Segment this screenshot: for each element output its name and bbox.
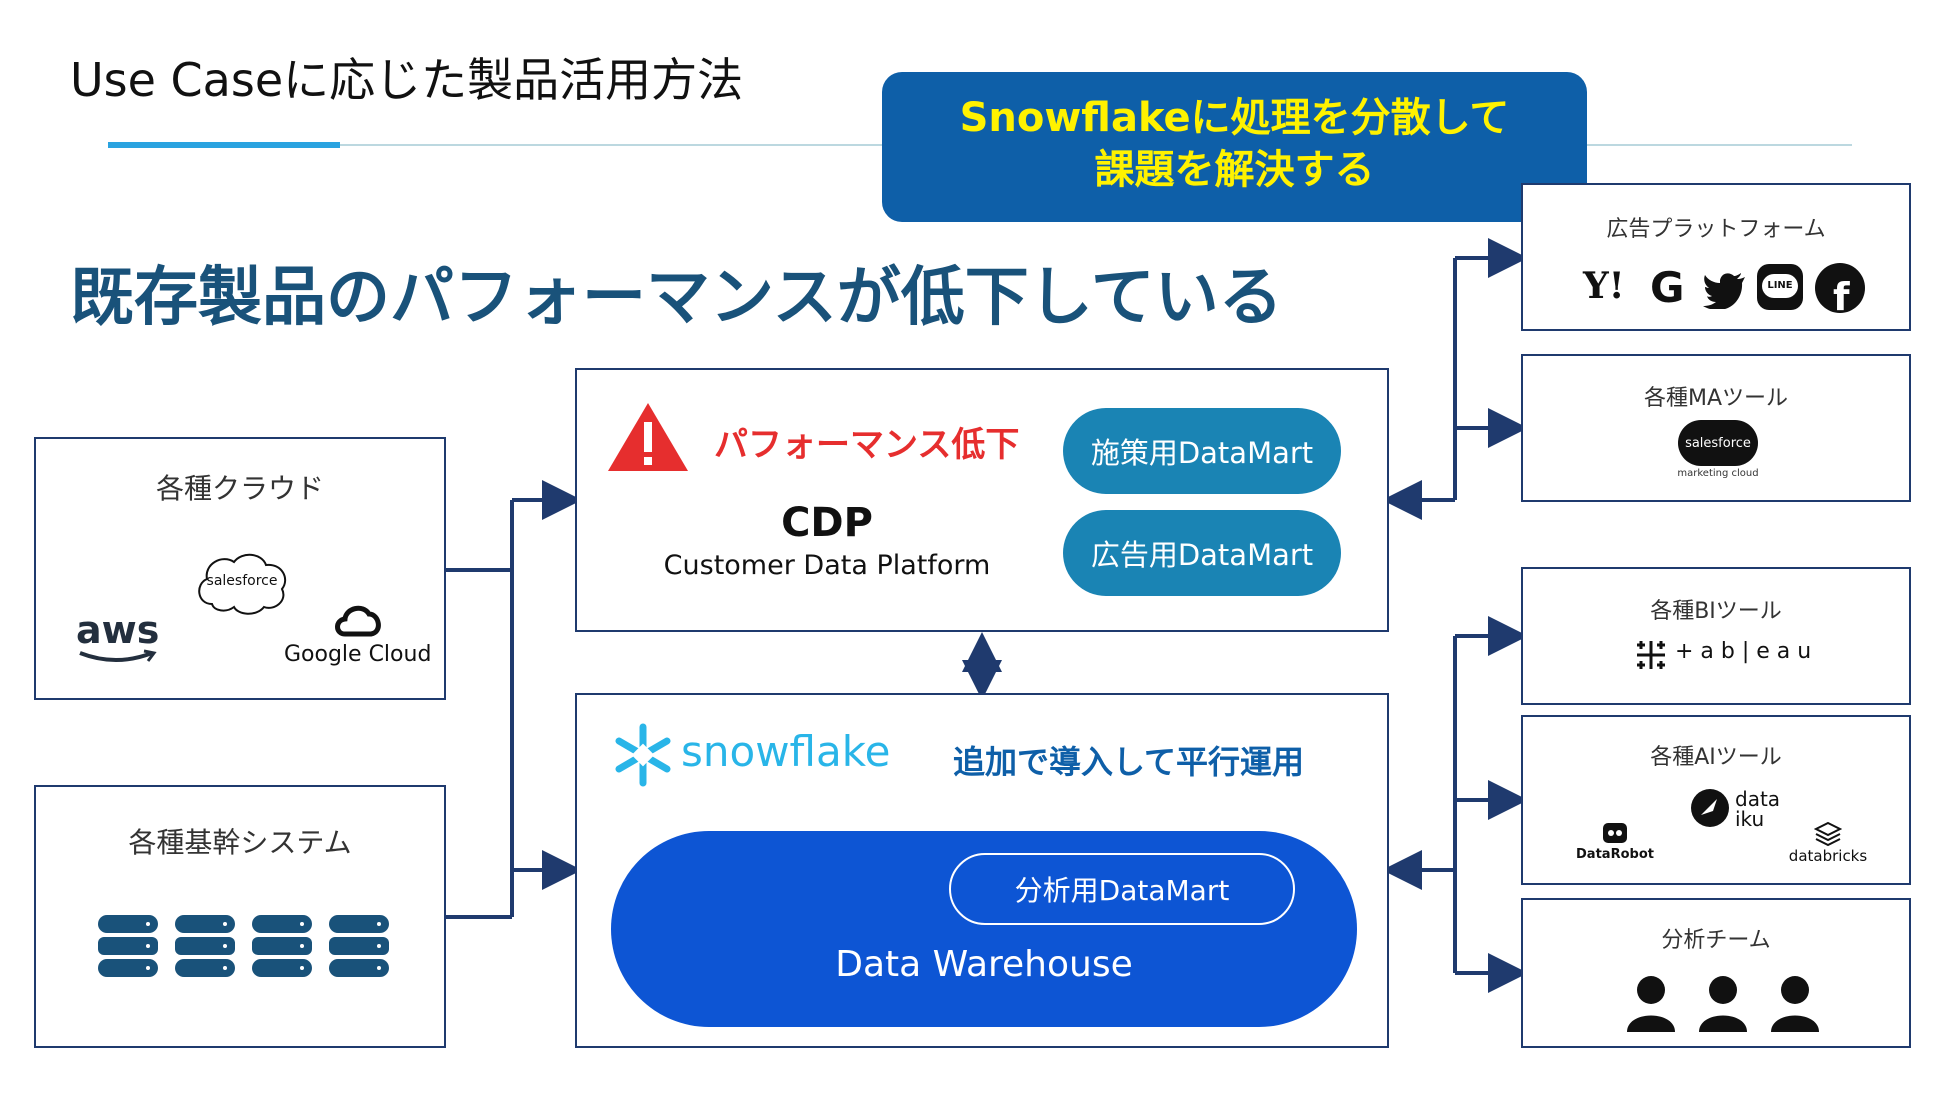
ai-tools-title: 各種AIツール (1650, 745, 1782, 770)
twitter-icon (1703, 273, 1745, 309)
snowflake-wordmark: snowflake (681, 727, 891, 776)
cdp-title: CDP (781, 500, 873, 546)
core-systems-box: 各種基幹システム (34, 785, 446, 1048)
data-warehouse-capsule: 分析用DataMart Data Warehouse (611, 831, 1357, 1027)
facebook-icon: f (1815, 263, 1865, 313)
datarobot-logo: DataRobot (1565, 821, 1665, 862)
ad-platform-box: 広告プラットフォーム Y! G LINE f (1521, 183, 1911, 331)
cdp-subtitle: Customer Data Platform (663, 550, 991, 581)
google-cloud-logo: Google Cloud (284, 604, 431, 667)
salesforce-mc-logo: salesforce marketing cloud (1663, 420, 1773, 479)
datamart-ads-pill: 広告用DataMart (1063, 510, 1341, 596)
datamart-analysis-pill: 分析用DataMart (949, 853, 1295, 925)
callout-line-1: Snowflakeに処理を分散して (959, 95, 1510, 141)
database-icons (98, 915, 389, 977)
parallel-operation-note: 追加で導入して平行運用 (953, 743, 1305, 781)
ad-platform-title: 広告プラットフォーム (1606, 217, 1826, 242)
tableau-icon (1637, 641, 1665, 669)
bi-tools-title: 各種BIツール (1650, 599, 1782, 624)
team-people-icon (1627, 976, 1819, 1032)
ma-tools-box: 各種MAツール salesforce marketing cloud (1521, 354, 1911, 502)
tableau-wordmark: + a b | e a u (1675, 639, 1812, 664)
warning-icon (608, 403, 688, 471)
cdp-box: パフォーマンス低下 CDP Customer Data Platform 施策用… (575, 368, 1389, 632)
title-underline-accent (108, 142, 340, 148)
ma-tools-title: 各種MAツール (1643, 386, 1789, 411)
analysis-team-title: 分析チーム (1661, 928, 1771, 953)
yahoo-logo: Y! (1583, 265, 1625, 307)
salesforce-logo: salesforce (192, 549, 292, 619)
headline: 既存製品のパフォーマンスが低下している (70, 261, 1283, 335)
google-logo: G (1650, 263, 1685, 312)
bi-tools-box: 各種BIツール + a b | e a u (1521, 567, 1911, 705)
callout-line-2: 課題を解決する (1094, 147, 1375, 193)
databricks-logo: databricks (1773, 821, 1883, 865)
slide-title: Use Caseに応じた製品活用方法 (70, 53, 744, 107)
warning-text: パフォーマンス低下 (714, 425, 1020, 465)
snowflake-box: snowflake 追加で導入して平行運用 分析用DataMart Data W… (575, 693, 1389, 1048)
datamart-measures-pill: 施策用DataMart (1063, 408, 1341, 494)
line-icon: LINE (1757, 264, 1803, 310)
dataiku-logo (1691, 789, 1729, 827)
data-warehouse-label: Data Warehouse (835, 944, 1133, 985)
snowflake-icon (615, 723, 671, 787)
analysis-team-box: 分析チーム (1521, 898, 1911, 1048)
cloud-title: 各種クラウド (155, 472, 324, 505)
aws-logo: aws (76, 611, 160, 665)
callout-box: Snowflakeに処理を分散して 課題を解決する (882, 72, 1587, 222)
cloud-box: 各種クラウド aws salesforce Google Cloud (34, 437, 446, 700)
core-systems-title: 各種基幹システム (128, 826, 352, 859)
